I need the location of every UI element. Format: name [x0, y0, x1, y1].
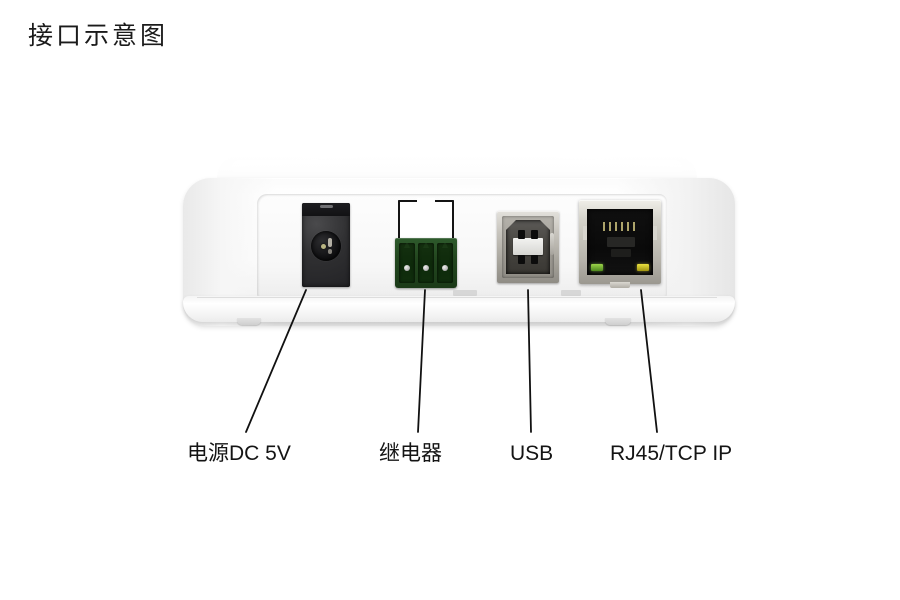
usb-slot-bottom-right — [531, 255, 538, 264]
relay-position-2[interactable] — [418, 241, 434, 283]
relay-green-block — [395, 238, 457, 288]
relay-screw-3 — [442, 265, 448, 271]
rj45-shield-tab-right — [653, 226, 657, 240]
device-illustration — [175, 150, 755, 350]
usb-shield-rivet — [550, 233, 554, 255]
relay-housing-cutout — [398, 200, 454, 240]
rj45-key-slot — [607, 237, 635, 247]
page-title: 接口示意图 — [28, 22, 169, 50]
connector-panel — [257, 194, 667, 298]
rj45-gold-contacts — [603, 222, 637, 231]
dc-jack-top-cap — [302, 203, 350, 216]
rj45-ethernet-port[interactable] — [579, 200, 661, 288]
usb-slot-top-left — [518, 230, 525, 239]
rj45-latch-recess — [611, 249, 631, 257]
rj45-activity-led-yellow — [637, 264, 649, 271]
device-foot-right — [605, 318, 631, 325]
dc-jack-contact-lower — [328, 249, 332, 254]
dc-jack-center-pin — [321, 244, 326, 249]
rj45-port-cavity — [587, 209, 653, 275]
dc-power-jack[interactable] — [302, 203, 350, 287]
rj45-shield-tab-left — [583, 226, 587, 240]
dc-jack-contact-upper — [328, 238, 332, 247]
device-seam-line — [197, 297, 717, 298]
relay-screw-2 — [423, 265, 429, 271]
rj45-link-led-green — [591, 264, 603, 271]
rj45-shield-tab-bottom — [610, 282, 630, 288]
relay-cutout-notch — [417, 198, 435, 203]
panel-notch-1 — [453, 290, 477, 296]
usb-contact-tongue — [513, 238, 543, 255]
relay-screw-1 — [404, 265, 410, 271]
relay-terminal-block[interactable] — [395, 198, 457, 288]
callout-label-relay: 继电器 — [379, 442, 442, 465]
callout-label-usb: USB — [510, 442, 554, 465]
device-base-lip — [183, 296, 735, 322]
panel-notch-2 — [561, 290, 581, 296]
usb-slot-bottom-left — [518, 255, 525, 264]
callout-label-rj45: RJ45/TCP IP — [610, 442, 733, 465]
dc-jack-barrel-hole — [311, 231, 341, 261]
usb-slot-top-right — [531, 230, 538, 239]
relay-position-3[interactable] — [437, 241, 453, 283]
relay-position-1[interactable] — [399, 241, 415, 283]
callout-label-dc-power: 电源DC 5V — [187, 442, 291, 465]
device-foot-left — [237, 318, 261, 325]
usb-type-b-port[interactable] — [497, 211, 559, 283]
